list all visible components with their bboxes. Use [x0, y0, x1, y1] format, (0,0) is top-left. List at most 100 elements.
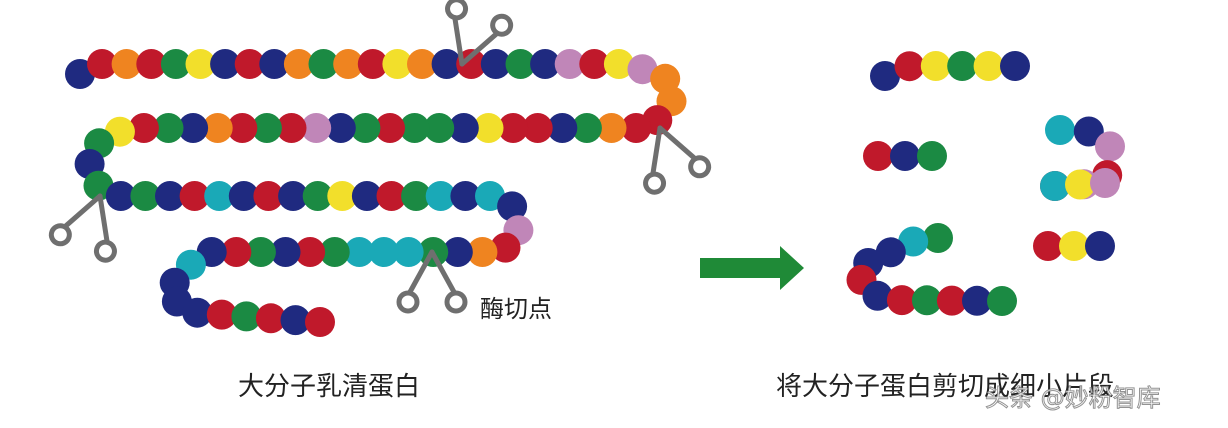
chain-bead: [276, 113, 307, 143]
fragment-bead: [947, 51, 978, 81]
fragment-bead: [1000, 51, 1030, 81]
chain-bead: [401, 181, 432, 211]
chain-bead: [305, 307, 335, 337]
chain-bead: [228, 181, 259, 211]
chain-bead: [333, 49, 364, 79]
chain-bead: [456, 49, 487, 79]
fragment-bead: [898, 226, 929, 257]
chain-bead: [627, 54, 658, 85]
chain-bead: [255, 303, 286, 334]
chain-bead: [160, 49, 191, 79]
chain-bead: [136, 49, 167, 79]
chain-bead: [375, 113, 405, 143]
fragment-bead: [890, 141, 920, 171]
chain-bead: [153, 113, 184, 143]
chain-bead: [357, 49, 388, 79]
chain-bead: [245, 237, 276, 267]
chain-bead: [210, 49, 241, 79]
chain-bead: [530, 49, 561, 79]
fragment-bead: [973, 51, 1004, 81]
fragment-bead: [894, 51, 925, 82]
fragment-bead: [936, 285, 967, 316]
chain-bead: [505, 49, 536, 79]
fragment-bead: [1085, 231, 1115, 261]
chain-bead: [283, 49, 314, 79]
fragment-bead: [923, 223, 953, 253]
chain-bead: [234, 49, 265, 79]
chain-bead: [327, 181, 358, 211]
chain-bead: [431, 49, 462, 79]
chain-bead: [393, 237, 424, 267]
fragment-bead: [917, 141, 947, 171]
chain-bead: [111, 49, 142, 79]
chain-bead: [448, 113, 479, 143]
chain-bead: [450, 181, 481, 211]
fragment-bead: [863, 141, 893, 171]
chain-bead: [301, 113, 332, 143]
chain-bead: [442, 237, 473, 267]
chain-bead: [547, 113, 578, 143]
chain-bead: [87, 49, 117, 79]
chain-bead: [571, 113, 602, 143]
chain-bead: [227, 113, 258, 143]
chain-bead: [603, 49, 634, 79]
chain-bead: [424, 113, 455, 143]
chain-bead: [128, 113, 159, 143]
watermark: 头条 @妙粉智库: [985, 384, 1162, 412]
chain-bead: [473, 113, 504, 143]
chain-bead: [579, 49, 610, 79]
fragment-bead: [962, 285, 992, 316]
chain-bead: [295, 237, 326, 267]
chain-bead: [278, 181, 309, 211]
fragment-bead: [875, 237, 906, 268]
cut-point-label: 酶切点: [480, 295, 552, 323]
fragment-bead: [1033, 231, 1063, 261]
chain-bead: [308, 49, 339, 79]
chain-bead: [178, 113, 209, 143]
chain-bead: [497, 191, 528, 222]
fragment-bead: [862, 280, 893, 311]
fragment-bead: [1095, 131, 1125, 162]
chain-bead: [206, 299, 237, 330]
chain-bead: [344, 237, 375, 267]
chain-bead: [407, 49, 437, 79]
chain-bead: [83, 170, 114, 201]
chain-bead: [251, 113, 282, 143]
chain-bead: [621, 113, 652, 143]
chain-bead: [280, 305, 311, 336]
chain-bead: [368, 237, 399, 267]
chain-bead: [554, 49, 585, 79]
chain-bead: [399, 113, 430, 143]
chain-bead: [270, 237, 301, 267]
right-caption: 将大分子蛋白剪切成细小片段: [776, 372, 1115, 402]
fragment-bead: [1065, 169, 1095, 200]
chain-bead: [596, 113, 627, 143]
chain-bead: [253, 181, 284, 211]
fragment-bead: [1073, 116, 1104, 147]
chain-bead: [319, 237, 350, 267]
chain-bead: [522, 113, 553, 143]
fragment-bead: [870, 61, 900, 91]
fragment-bead: [1040, 171, 1070, 201]
fragment-bead: [886, 285, 917, 316]
chain-bead: [467, 237, 498, 267]
chain-bead: [221, 237, 252, 267]
chain-bead: [155, 181, 185, 211]
left-caption: 大分子乳清蛋白: [238, 372, 421, 402]
chain-bead: [185, 49, 216, 79]
process-arrow: [700, 246, 804, 290]
chain-bead: [302, 181, 333, 211]
chain-bead: [490, 232, 521, 263]
chain-bead: [130, 181, 161, 211]
chain-bead: [351, 181, 382, 211]
chain-bead: [105, 181, 136, 211]
chain-bead: [498, 113, 529, 143]
chain-bead: [204, 181, 235, 211]
chain-bead: [480, 49, 511, 79]
chain-bead: [350, 113, 381, 143]
chain-bead: [202, 113, 233, 143]
fragment-bead: [1090, 168, 1120, 198]
chain-bead: [376, 181, 407, 211]
